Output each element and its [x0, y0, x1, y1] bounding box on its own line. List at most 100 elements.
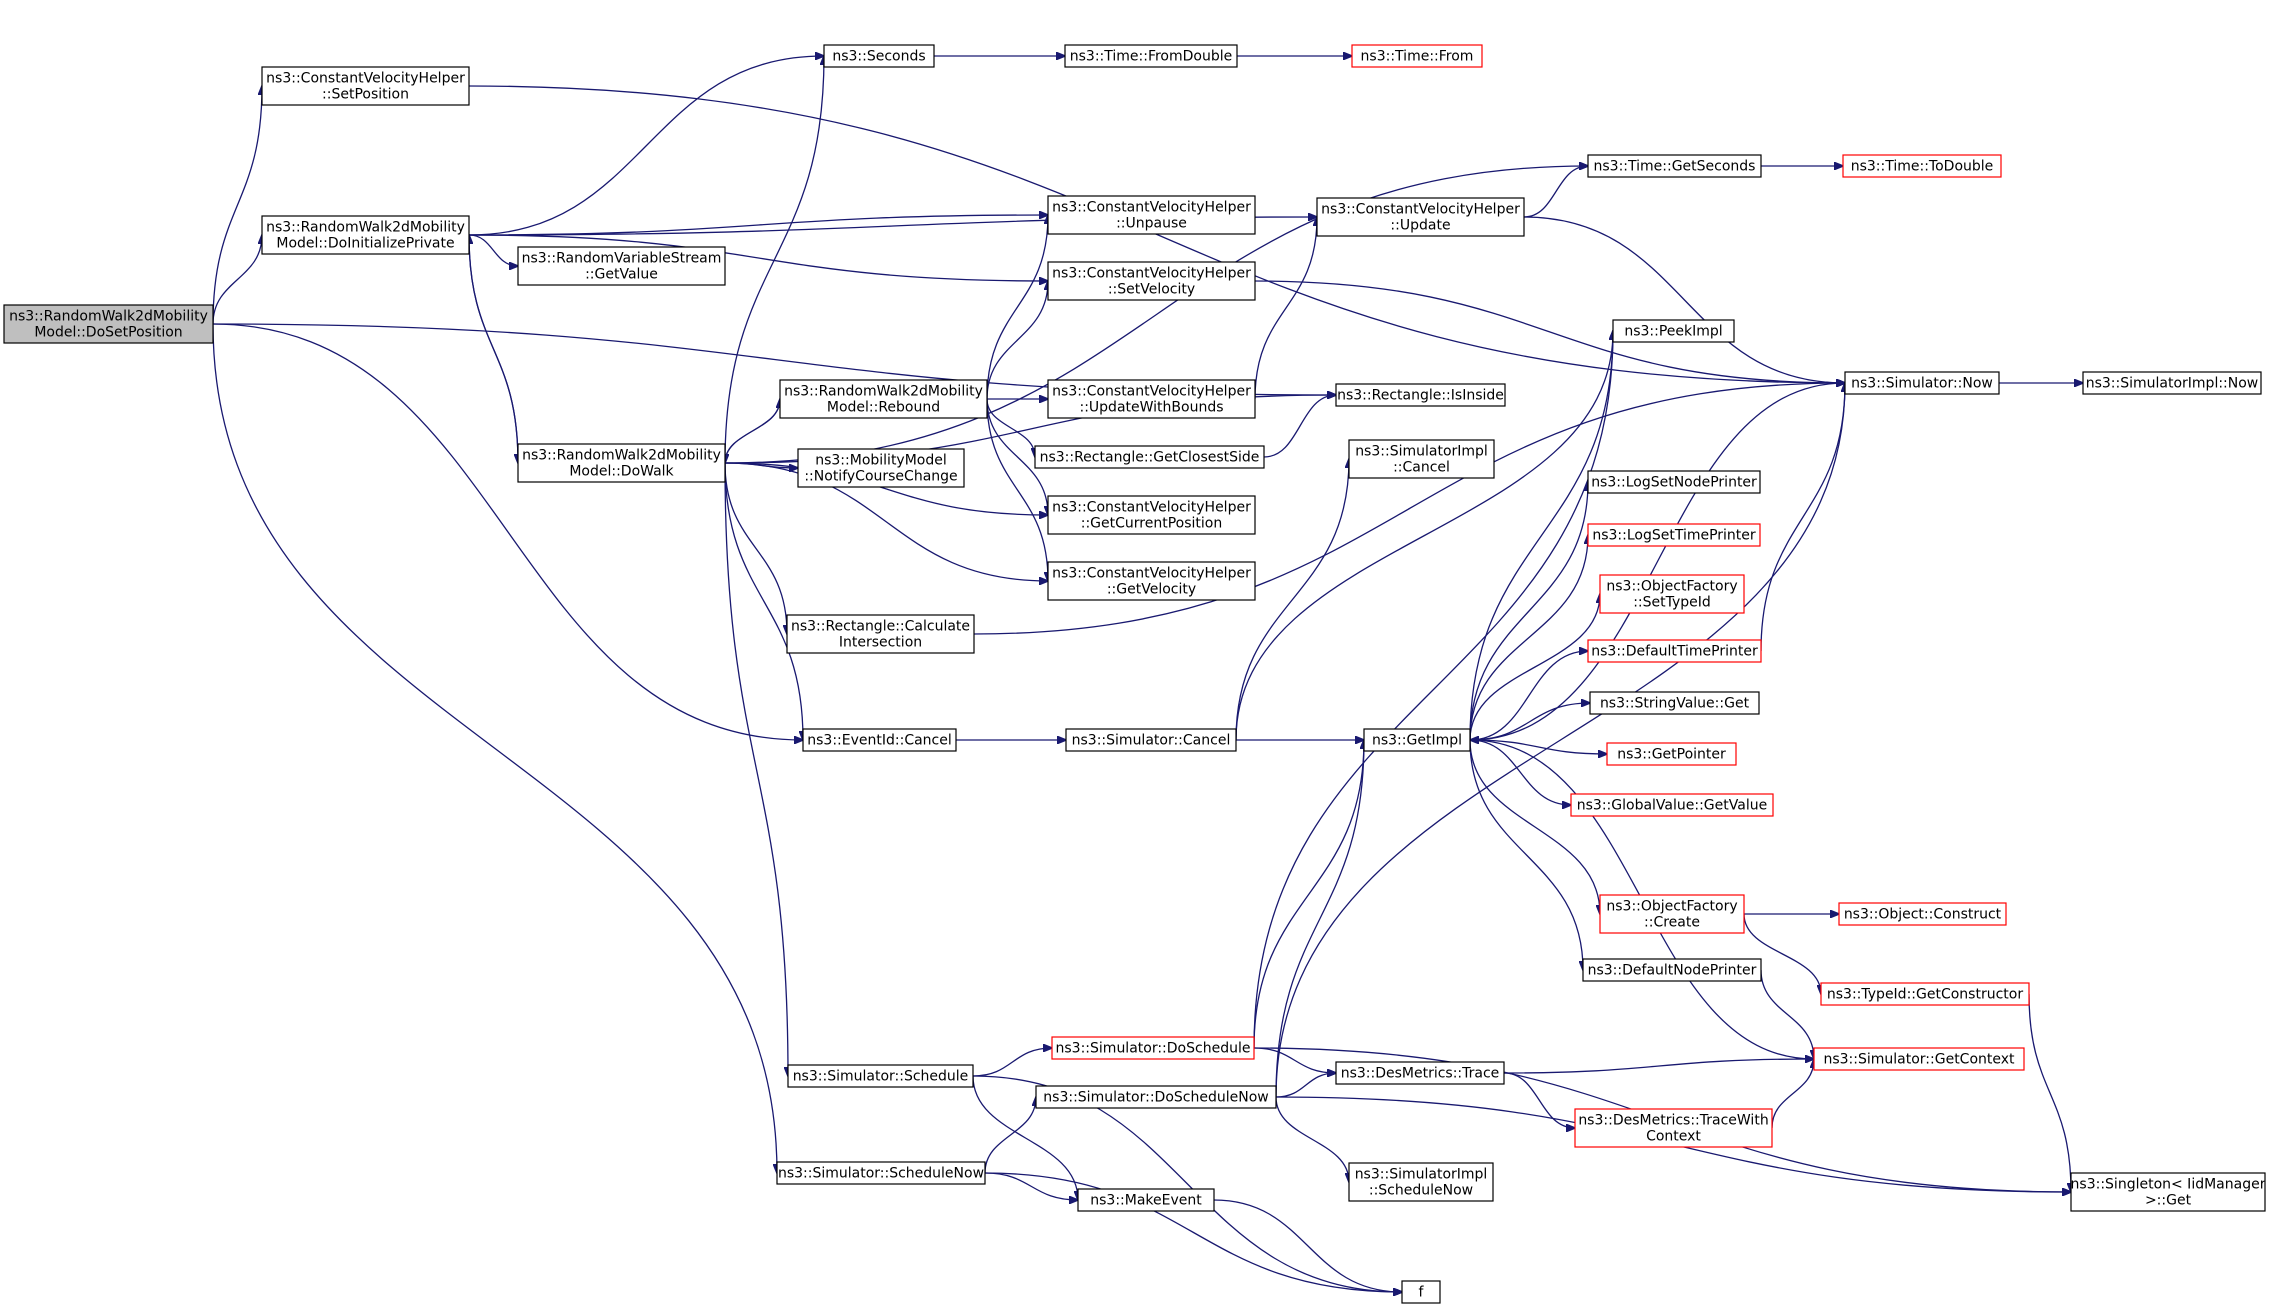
edge-n38-to-n48 [2028, 993, 2071, 1192]
node-ns3-objectfactory-create[interactable]: ns3::ObjectFactory::Create [1599, 894, 1745, 934]
edge-n0-to-n2 [212, 235, 262, 325]
node-ns3-logsetnodeprinter[interactable]: ns3::LogSetNodePrinter [1587, 470, 1761, 494]
node-ns3-object-construct[interactable]: ns3::Object::Construct [1838, 902, 2007, 926]
edge-n15-to-n3 [725, 398, 781, 463]
node-box [1813, 1047, 2025, 1071]
node-ns3-constantvelocityhelper-update[interactable]: ns3::ConstantVelocityHelper::Update [1316, 197, 1525, 237]
node-box [797, 448, 965, 488]
node-ns3-simulator-doschedule[interactable]: ns3::Simulator::DoSchedule [1051, 1036, 1255, 1060]
node-box [1587, 154, 1762, 178]
node-box [1348, 1162, 1494, 1202]
node-ns3-constantvelocityhelper-setposition[interactable]: ns3::ConstantVelocityHelper::SetPosition [261, 66, 470, 106]
node-ns3-simulatorimpl-schedulenow[interactable]: ns3::SimulatorImpl::ScheduleNow [1348, 1162, 1494, 1202]
node-label: ns3::Simulator::GetContext [1823, 1052, 2015, 1068]
node-ns3-logsettimeprinter[interactable]: ns3::LogSetTimePrinter [1587, 523, 1761, 547]
node-f[interactable]: f [1401, 1280, 1441, 1304]
node-ns3-randomwalk2dmobility-model-doinitializeprivate[interactable]: ns3::RandomWalk2dMobilityModel::DoInitia… [261, 215, 470, 255]
edge-n32-to-n37 [1469, 739, 1583, 970]
node-ns3-defaulttimeprinter[interactable]: ns3::DefaultTimePrinter [1587, 639, 1762, 663]
node-label: ns3::Time::From [1361, 49, 1474, 65]
node-label: ns3::MobilityModel [815, 453, 947, 469]
node-ns3-simulator-schedule[interactable]: ns3::Simulator::Schedule [787, 1064, 974, 1088]
node-ns3-defaultnodeprinter[interactable]: ns3::DefaultNodePrinter [1582, 958, 1762, 982]
edge-n15-to-n22 [986, 398, 1048, 515]
node-box [1335, 383, 1506, 407]
node-label: ::SetTypeId [1633, 595, 1711, 611]
node-label: ns3::ConstantVelocityHelper [1052, 200, 1251, 216]
node-ns3-stringvalue-get[interactable]: ns3::StringValue::Get [1589, 691, 1760, 715]
node-ns3-peekimpl[interactable]: ns3::PeekImpl [1612, 319, 1735, 343]
node-ns3-randomwalk2dmobility-model-dosetposition[interactable]: ns3::RandomWalk2dMobilityModel::DoSetPos… [3, 304, 214, 344]
edge-n37-to-n40 [1760, 969, 1814, 1059]
nodes-layer: ns3::RandomWalk2dMobilityModel::DoSetPos… [3, 44, 2266, 1304]
node-ns3-simulator-doschedulenow[interactable]: ns3::Simulator::DoScheduleNow [1035, 1085, 1277, 1109]
node-ns3-constantvelocityhelper-updatewithbounds[interactable]: ns3::ConstantVelocityHelper::UpdateWithB… [1047, 379, 1256, 419]
node-box [2082, 371, 2262, 395]
node-ns3-constantvelocityhelper-setvelocity[interactable]: ns3::ConstantVelocityHelper::SetVelocity [1047, 261, 1256, 301]
edge-n32-to-n35 [1469, 739, 1600, 914]
node-label: ns3::Simulator::Cancel [1072, 733, 1231, 749]
node-box [1401, 1280, 1441, 1304]
node-label: ns3::DefaultNodePrinter [1588, 963, 1757, 979]
node-label: ns3::ObjectFactory [1606, 579, 1737, 595]
node-label: ns3::Rectangle::GetClosestSide [1040, 450, 1260, 466]
node-box [1589, 691, 1760, 715]
node-ns3-singleton-iidmanager-get[interactable]: ns3::Singleton< IidManager >::Get [2070, 1172, 2266, 1212]
node-ns3-makeevent[interactable]: ns3::MakeEvent [1077, 1188, 1215, 1212]
edge-n2-to-n4 [468, 56, 824, 236]
node-ns3-time-todouble[interactable]: ns3::Time::ToDouble [1842, 154, 2002, 178]
node-ns3-mobilitymodel-notifycoursechange[interactable]: ns3::MobilityModel::NotifyCourseChange [797, 448, 965, 488]
node-label: ns3::RandomWalk2dMobility [266, 220, 465, 236]
node-ns3-randomvariablestream-getvalue[interactable]: ns3::RandomVariableStream::GetValue [517, 246, 726, 286]
node-ns3-simulator-cancel[interactable]: ns3::Simulator::Cancel [1065, 728, 1237, 752]
node-label: f [1419, 1285, 1425, 1301]
node-ns3-time-fromdouble[interactable]: ns3::Time::FromDouble [1064, 44, 1238, 68]
node-ns3-getimpl[interactable]: ns3::GetImpl [1363, 728, 1471, 752]
edge-n3-to-n9 [724, 166, 1588, 464]
node-label: ns3::TypeId::GetConstructor [1827, 987, 2023, 1003]
edge-n41-to-n39 [972, 1048, 1052, 1077]
node-ns3-simulatorimpl-now[interactable]: ns3::SimulatorImpl::Now [2082, 371, 2262, 395]
node-label: ns3::ConstantVelocityHelper [1052, 566, 1251, 582]
node-ns3-constantvelocityhelper-unpause[interactable]: ns3::ConstantVelocityHelper::Unpause [1047, 195, 1256, 235]
node-label: ns3::MakeEvent [1090, 1193, 1202, 1209]
node-label: ns3::DefaultTimePrinter [1591, 644, 1758, 660]
node-ns3-simulatorimpl-cancel[interactable]: ns3::SimulatorImpl::Cancel [1348, 439, 1495, 479]
node-box [1064, 44, 1238, 68]
node-label: ns3::Simulator::ScheduleNow [778, 1166, 984, 1182]
edge-n44-to-n40 [1771, 1059, 1814, 1129]
edge-n46-to-n47 [984, 1172, 1078, 1200]
node-box [1587, 639, 1762, 663]
node-label: ns3::SimulatorImpl [1355, 444, 1488, 460]
node-ns3-eventid-cancel[interactable]: ns3::EventId::Cancel [802, 728, 957, 752]
edge-n3-to-n30 [724, 462, 803, 740]
node-ns3-simulator-now[interactable]: ns3::Simulator::Now [1844, 371, 2000, 395]
edge-n27-to-n7 [973, 383, 1845, 635]
node-ns3-objectfactory-settypeid[interactable]: ns3::ObjectFactory::SetTypeId [1599, 574, 1745, 614]
node-ns3-desmetrics-trace[interactable]: ns3::DesMetrics::Trace [1335, 1061, 1505, 1085]
node-box [517, 246, 726, 286]
node-label: ns3::DesMetrics::TraceWith [1578, 1113, 1768, 1129]
node-ns3-typeid-getconstructor[interactable]: ns3::TypeId::GetConstructor [1820, 982, 2030, 1006]
node-box [1316, 197, 1525, 237]
node-label: ns3::Rectangle::IsInside [1337, 388, 1504, 404]
node-ns3-getpointer[interactable]: ns3::GetPointer [1606, 742, 1737, 766]
node-ns3-time-from[interactable]: ns3::Time::From [1351, 44, 1483, 68]
node-ns3-simulator-getcontext[interactable]: ns3::Simulator::GetContext [1813, 1047, 2025, 1071]
node-ns3-simulator-schedulenow[interactable]: ns3::Simulator::ScheduleNow [776, 1161, 986, 1185]
node-label: ns3::LogSetTimePrinter [1592, 528, 1756, 544]
node-ns3-rectangle-isinside[interactable]: ns3::Rectangle::IsInside [1335, 383, 1506, 407]
node-ns3-time-getseconds[interactable]: ns3::Time::GetSeconds [1587, 154, 1762, 178]
node-ns3-rectangle-getclosestside[interactable]: ns3::Rectangle::GetClosestSide [1034, 445, 1265, 469]
node-box [261, 215, 470, 255]
node-label: ns3::GlobalValue::GetValue [1577, 798, 1767, 814]
node-ns3-seconds[interactable]: ns3::Seconds [823, 44, 935, 68]
node-ns3-constantvelocityhelper-getvelocity[interactable]: ns3::ConstantVelocityHelper::GetVelocity [1047, 561, 1256, 601]
node-label: ::GetValue [585, 267, 658, 283]
node-ns3-constantvelocityhelper-getcurrentposition[interactable]: ns3::ConstantVelocityHelper::GetCurrentP… [1047, 495, 1256, 535]
node-ns3-globalvalue-getvalue[interactable]: ns3::GlobalValue::GetValue [1570, 793, 1774, 817]
